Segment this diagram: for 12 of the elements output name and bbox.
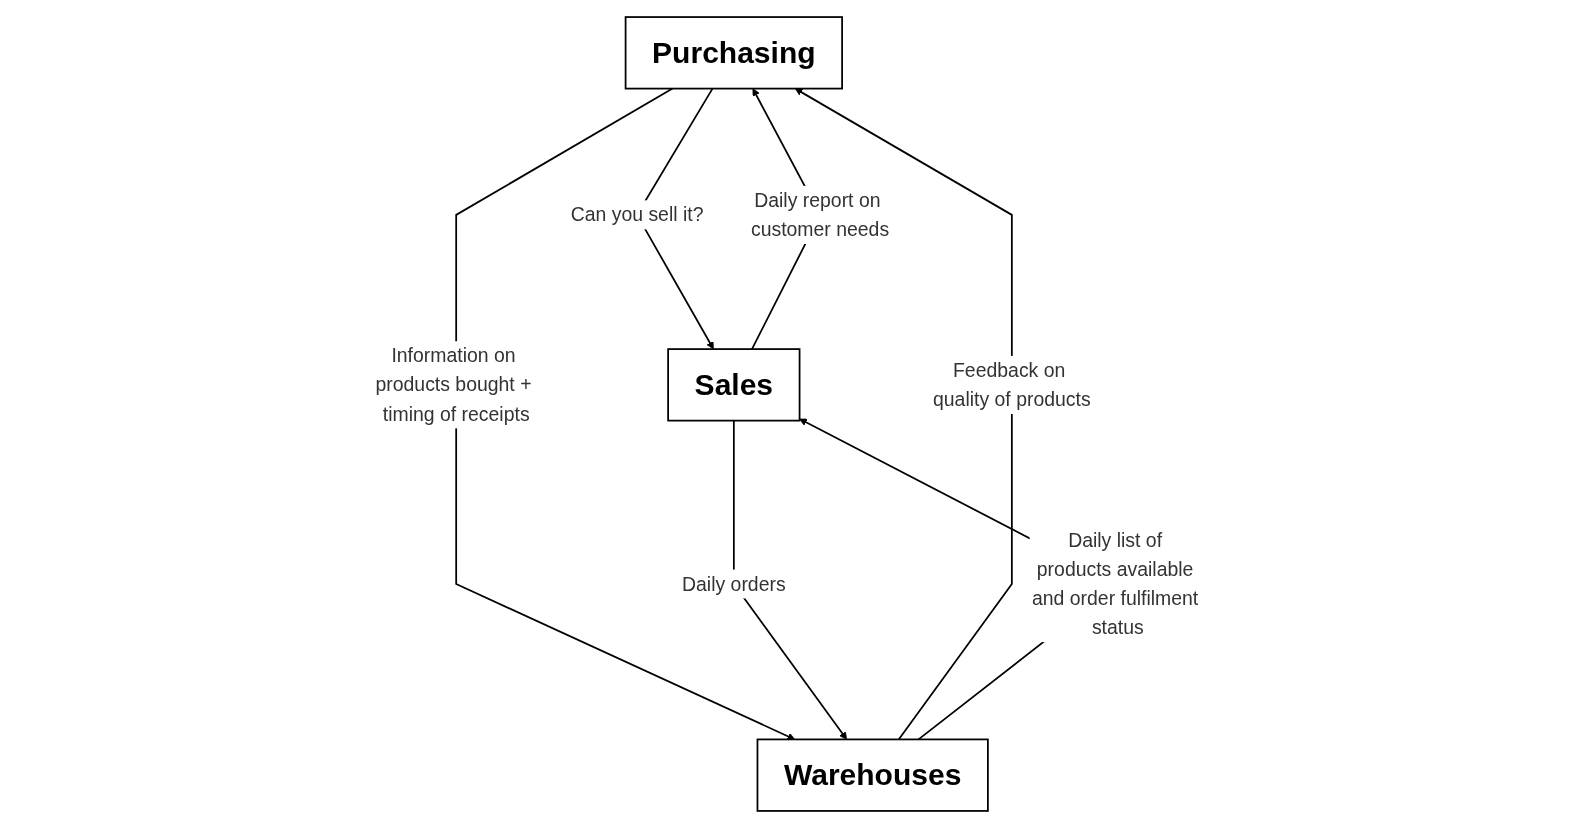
edge-label: Information on products bought + timing of receipts	[375, 344, 532, 426]
edge-label: Daily orders	[682, 572, 786, 596]
node-box: Purchasing	[624, 16, 843, 90]
node-box: Sales	[667, 348, 801, 422]
edge-label: Can you sell it?	[570, 203, 704, 226]
edge-label: Feedback on quality of products	[933, 359, 1091, 411]
edge-label: Daily list of products available and order fulfilment status	[1031, 529, 1199, 639]
arrow	[455, 87, 796, 740]
arrow	[732, 419, 848, 740]
node-box: Warehouses	[756, 738, 989, 812]
edge-label: Daily report on customer needs	[750, 189, 890, 241]
arrow	[794, 88, 1013, 741]
